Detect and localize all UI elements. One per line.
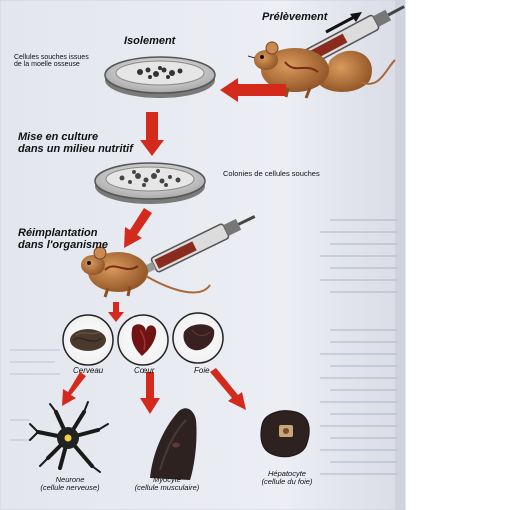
petri-dish-culture [94, 162, 206, 204]
arrow-to-isolement [220, 78, 286, 102]
arrow-to-organs [108, 302, 124, 322]
label-reimplantation-line1: Réimplantation [18, 227, 98, 239]
label-hepatocyte-desc: (cellule du foie) [261, 476, 313, 486]
label-colonies: Colonies de cellules souches [223, 169, 320, 178]
label-hepatocyte: Hépatocyte (cellule du foie) [242, 470, 332, 486]
label-culture-line1: Mise en culture [18, 131, 99, 143]
label-organ-heart: Cœur [134, 366, 155, 375]
petri-dish-isolement [104, 56, 216, 98]
label-culture-line2: dans un milieu nutritif [18, 142, 133, 155]
label-neuron-name: Neurone [55, 475, 85, 484]
neuron-cell [29, 401, 109, 473]
arrow-to-neuron [62, 372, 86, 406]
mouse-top [247, 41, 396, 99]
arrow-to-culture [140, 112, 164, 156]
label-prelevement: Prélèvement [262, 11, 328, 23]
organ-heart [117, 314, 169, 366]
mouse-bottom [81, 246, 211, 298]
label-culture: Mise en culture dans un milieu nutritif [18, 131, 133, 155]
arrow-to-reimplantation [124, 208, 152, 248]
label-stem-cells: Cellules souches issues de la moelle oss… [14, 54, 89, 69]
label-hepatocyte-name: Hépatocyte [268, 469, 306, 478]
label-neuron: Neurone (cellule nerveuse) [30, 476, 110, 492]
organ-brain [62, 314, 114, 366]
syringe-bottom [123, 215, 256, 282]
label-organ-brain: Cerveau [73, 366, 104, 375]
myocyte-cell [150, 408, 197, 480]
label-reimplantation: Réimplantation dans l'organisme [18, 227, 109, 251]
arrow-to-hepatocyte [210, 368, 246, 410]
label-myocyte-name: Myocyte [153, 475, 181, 484]
syringe-top [271, 5, 405, 78]
hepatocyte-cell [260, 410, 310, 458]
arrow-to-myocyte [140, 372, 160, 414]
arrows [62, 78, 286, 414]
label-isolement: Isolement [124, 35, 176, 47]
label-myocyte-desc: (cellule musculaire) [134, 482, 200, 492]
label-reimplantation-line2: dans l'organisme [18, 238, 109, 251]
extraction-arrow [325, 12, 362, 34]
label-organ-liver: Foie [194, 366, 210, 375]
organ-liver [172, 312, 224, 364]
label-myocyte: Myocyte (cellule musculaire) [122, 476, 212, 492]
label-stem-cells-line2: de la moelle osseuse [14, 61, 80, 69]
label-neuron-desc: (cellule nerveuse) [40, 482, 100, 492]
label-stem-cells-line1: Cellules souches issues [14, 54, 89, 61]
